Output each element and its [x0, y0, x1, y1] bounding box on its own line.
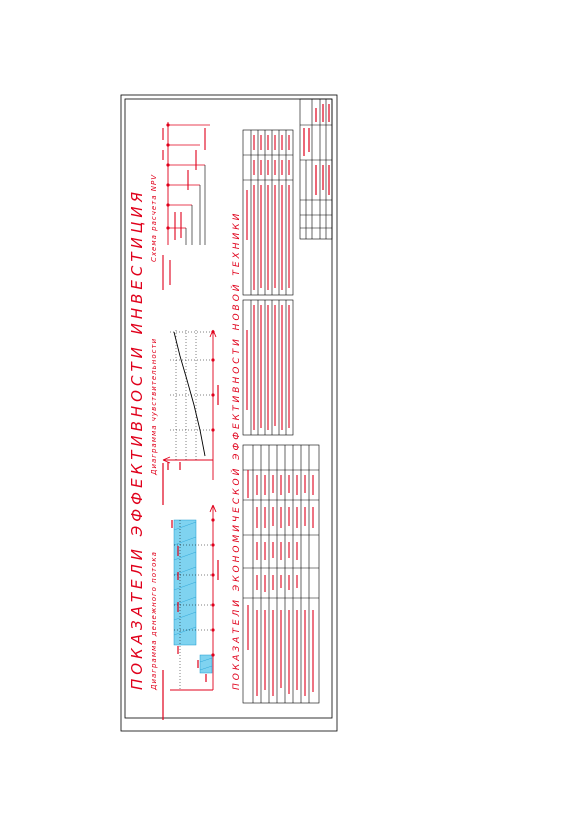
sensitivity-curve: [173, 331, 206, 457]
cash-bar: [173, 519, 197, 646]
title-block: [299, 98, 333, 240]
sheet-title: ПОКАЗАТЕЛИ ЭФФЕКТИВНОСТИ ИНВЕСТИЦИЯ: [128, 187, 146, 690]
indicators-table-middle: [242, 299, 294, 436]
outer-frame: [120, 94, 338, 732]
indicators-table-left: [242, 444, 320, 704]
cash-bar: [199, 654, 213, 674]
indicators-table-right: [242, 129, 294, 296]
diagram-title-npv: Схема расчета NPV: [150, 174, 158, 262]
inner-frame: [124, 98, 333, 719]
diagram-title-sensitivity: Диаграмма чувствительности: [150, 337, 158, 475]
section-title-economic: ПОКАЗАТЕЛИ ЭКОНОМИЧЕСКОЙ ЭФФЕКТИВНОСТИ Н…: [232, 210, 242, 690]
cash-flow-chart: [162, 504, 219, 720]
diagram-title-cash-flow: Диаграмма денежного потока: [150, 551, 158, 690]
sensitivity-chart: [162, 329, 219, 505]
npv-scheme: [162, 122, 210, 290]
